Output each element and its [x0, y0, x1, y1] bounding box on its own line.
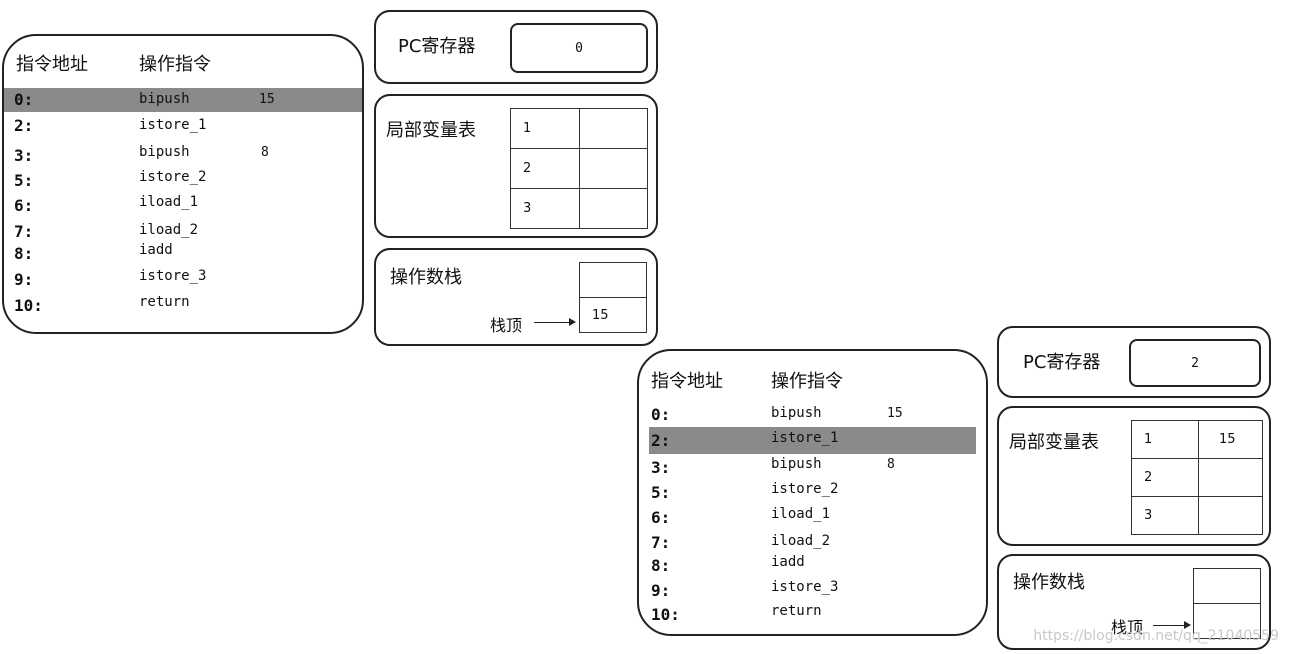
instruction-row: 5: istore_2: [651, 481, 839, 502]
local-index: 1: [510, 108, 580, 149]
stack-top-arrow-icon: [1153, 621, 1191, 629]
addr-header: 指令地址: [651, 371, 723, 392]
instruction-row: 0: bipush 15: [651, 405, 903, 424]
instruction-row: 7: iload_2: [651, 533, 831, 552]
instruction-list-panel-2: 指令地址 操作指令 0: bipush 15 2: istore_1 3: bi…: [637, 349, 988, 636]
instruction-row-highlighted: [649, 427, 976, 454]
operand-stack-panel-1: 操作数栈 15 栈顶: [374, 248, 658, 346]
stack-slot-top: 15: [579, 297, 647, 333]
pc-register-title: PC寄存器: [1023, 352, 1101, 373]
instruction-row: 8: iadd: [651, 554, 805, 575]
instruction-row: 8: iadd: [14, 242, 173, 263]
operand-stack-panel-2: 操作数栈 栈顶: [997, 554, 1271, 650]
instruction-row: 6: iload_1: [651, 506, 831, 527]
local-value: [579, 148, 648, 189]
pc-register-value: 0: [510, 23, 648, 73]
op-header: 操作指令: [771, 371, 843, 392]
instruction-row: 0: bipush 15: [14, 90, 275, 109]
local-value: [1198, 496, 1263, 535]
operand-stack-title: 操作数栈: [1013, 572, 1085, 593]
instruction-row: 9: istore_3: [651, 579, 839, 600]
instruction-row: 2: istore_1: [651, 430, 839, 450]
pc-register-title: PC寄存器: [398, 36, 476, 57]
instruction-row: 5: istore_2: [14, 169, 207, 190]
local-value: [1198, 458, 1263, 497]
stack-slot: [1193, 568, 1261, 604]
operand-stack-title: 操作数栈: [390, 267, 462, 288]
instruction-row: 10: return: [651, 603, 822, 624]
local-index: 3: [1131, 496, 1199, 535]
pc-register-panel-1: PC寄存器 0: [374, 10, 658, 84]
stack-top-label: 栈顶: [490, 316, 523, 335]
pc-register-panel-2: PC寄存器 2: [997, 326, 1271, 398]
local-index: 3: [510, 188, 580, 229]
instruction-row: 7: iload_2: [14, 222, 199, 241]
instruction-list-panel-1: 指令地址 操作指令 0: bipush 15 2: istore_1 3: bi…: [2, 34, 364, 334]
local-value: 15: [1198, 420, 1263, 459]
local-variables-panel-1: 局部变量表 1 2 3: [374, 94, 658, 238]
stack-top-label: 栈顶: [1111, 618, 1144, 637]
watermark: https://blog.csdn.net/qq_21040559: [1033, 628, 1279, 644]
local-index: 2: [510, 148, 580, 189]
local-index: 1: [1131, 420, 1199, 459]
local-variables-table: 1 2 3: [510, 108, 648, 229]
instruction-row: 10: return: [14, 294, 190, 315]
instruction-row: 6: iload_1: [14, 194, 199, 215]
instruction-row: 3: bipush 8: [651, 456, 895, 477]
instruction-row: 3: bipush 8: [14, 144, 269, 165]
op-header: 操作指令: [139, 54, 211, 75]
addr-header: 指令地址: [16, 54, 88, 75]
instruction-row: 9: istore_3: [14, 268, 207, 289]
stack-top-arrow-icon: [534, 318, 576, 326]
local-index: 2: [1131, 458, 1199, 497]
instruction-row: 2: istore_1: [14, 116, 207, 135]
local-value: [579, 188, 648, 229]
local-variables-title: 局部变量表: [1009, 432, 1099, 453]
local-value: [579, 108, 648, 149]
stack-slot: [579, 262, 647, 298]
pc-register-value: 2: [1129, 339, 1261, 387]
local-variables-title: 局部变量表: [386, 120, 476, 141]
stack-slot-top: [1193, 603, 1261, 639]
instruction-row-highlighted: [4, 88, 362, 112]
